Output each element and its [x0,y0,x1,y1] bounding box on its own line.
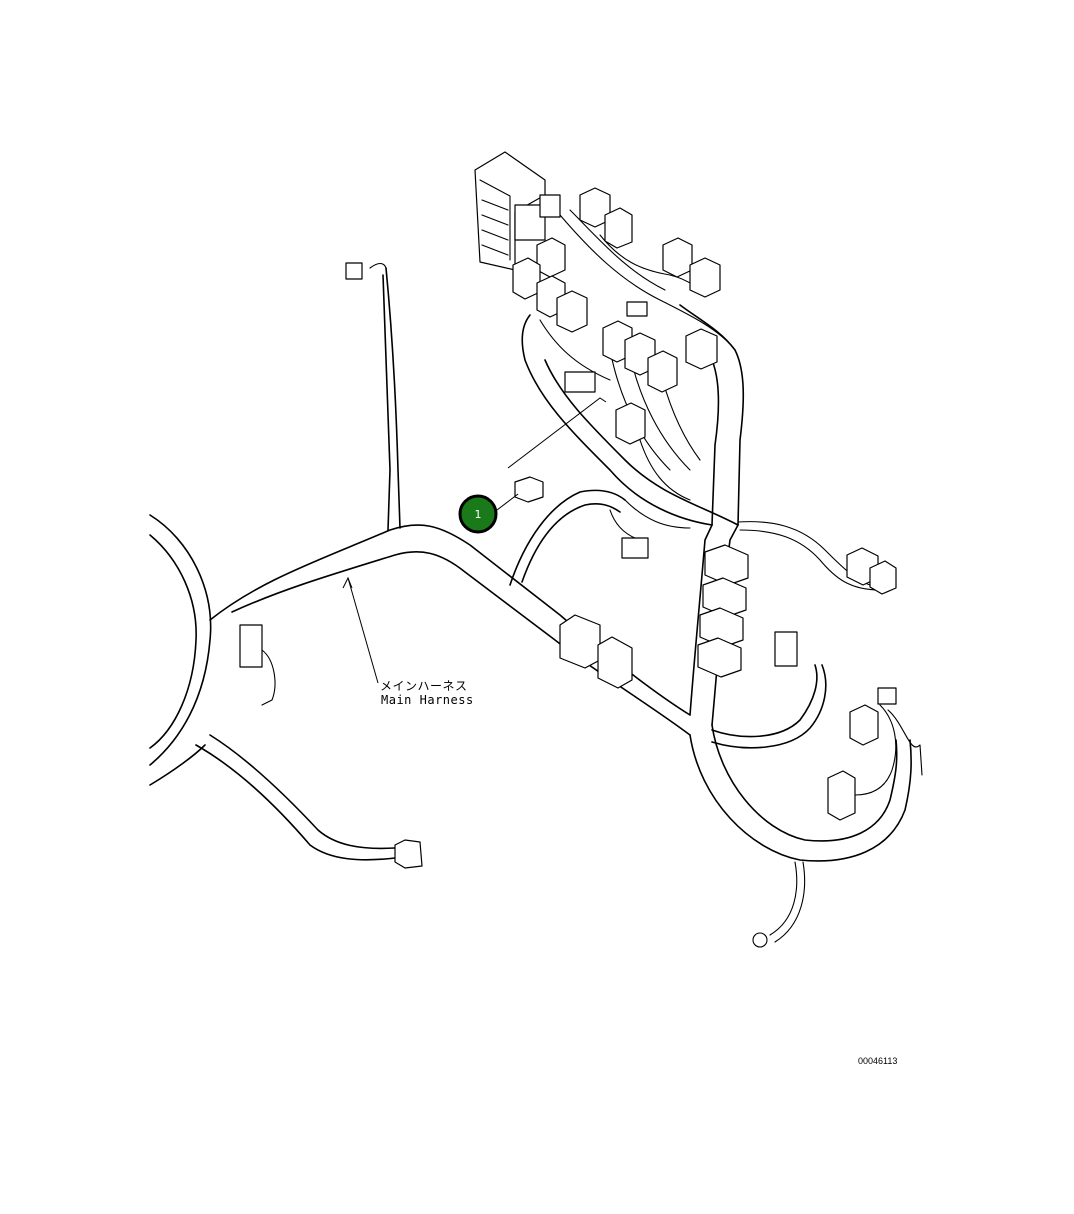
label-leader-arrow [347,577,379,684]
connectors [239,151,923,869]
callout-1-number[interactable]: 1 [475,508,482,521]
label-main-harness-jp: メインハーネス [380,679,468,693]
main-harness [149,209,912,948]
label-main-harness-en: Main Harness [381,693,474,707]
callout-1[interactable]: 1 [458,397,607,534]
drawing-number: 00046113 [858,1056,897,1066]
connector-item-1 [514,476,544,503]
main-harness-label: メインハーネス Main Harness [342,576,474,707]
connector-small [345,262,363,280]
callout-1-leader [496,493,519,511]
callout-1-circle[interactable] [458,494,498,534]
callout-1-bracket [507,397,607,469]
